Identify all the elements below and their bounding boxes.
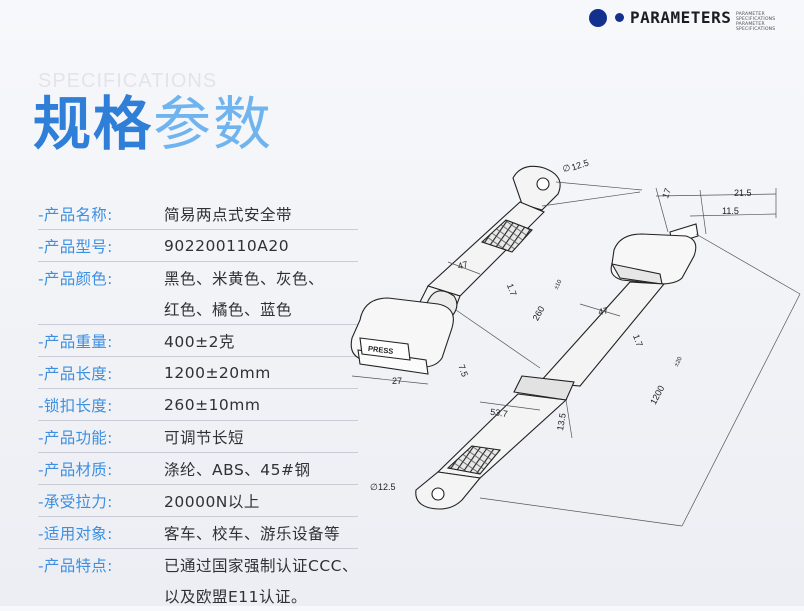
dim-47b: 47 (597, 305, 609, 317)
spec-list: -产品名称: 简易两点式安全带 -产品型号: 902200110A20 -产品颜… (38, 198, 358, 611)
buckle-release-button (359, 337, 411, 361)
upper-webbing (426, 201, 545, 297)
press-label: PRESS (368, 344, 394, 356)
spec-value: 红色、橘色、蓝色 (164, 300, 293, 319)
dim-hole-top-prefix: ∅ (561, 162, 572, 174)
brand-dot-small (615, 13, 624, 22)
title-chinese-part2: 参数 (153, 90, 274, 158)
spec-value: 可调节长短 (164, 428, 245, 447)
dim-260: 260 (531, 304, 547, 322)
title-chinese-part1: 规格 (33, 90, 154, 158)
spec-row-function: -产品功能: 可调节长短 (38, 421, 358, 453)
seatbelt-diagram: PRESS ∅ 12.5 47 1.7 260 ±10 27 7.5 (350, 158, 801, 527)
dim-17c: 1.7 (631, 333, 645, 348)
spec-label: -产品型号: (38, 237, 113, 256)
title-chinese: 规格参数 (33, 88, 273, 160)
dim-hole-bottom: 12.5 (378, 482, 396, 492)
spec-row-color-cont: 红色、橘色、蓝色 (38, 293, 358, 325)
brand-dot-large (589, 9, 607, 27)
dim-75: 7.5 (456, 363, 470, 378)
brand-subtitle: PARAMETER SPECIFICATIONS PARAMETER SPECI… (736, 12, 776, 32)
spec-row-material: -产品材质: 涤纶、ABS、45#钢 (38, 453, 358, 485)
spec-row-feature: -产品特点: 已通过国家强制认证CCC、 (38, 549, 358, 580)
dim-537: 53.7 (490, 407, 509, 419)
spec-row-name: -产品名称: 简易两点式安全带 (38, 198, 358, 230)
spec-label: -产品材质: (38, 460, 113, 479)
spec-value: 客车、校车、游乐设备等 (164, 524, 341, 543)
spec-value: 简易两点式安全带 (164, 205, 293, 224)
spec-row-length: -产品长度: 1200±20mm (38, 357, 358, 389)
spec-row-model: -产品型号: 902200110A20 (38, 230, 358, 262)
spec-label: -锁扣长度: (38, 396, 113, 415)
lower-anchor-plate (415, 471, 482, 510)
upper-belt (350, 165, 561, 375)
dim-27: 27 (392, 376, 402, 386)
title-english: SPECIFICATIONS (38, 70, 218, 92)
dim-hole-top: 12.5 (570, 158, 590, 173)
spec-value: 黑色、米黄色、灰色、 (164, 269, 325, 288)
spec-value: 902200110A20 (164, 236, 290, 255)
spec-row-tension: -承受拉力: 20000N以上 (38, 485, 358, 517)
upper-weave (480, 219, 533, 253)
spec-value: 以及欧盟E11认证。 (164, 587, 308, 606)
upper-anchor-hole (536, 177, 550, 191)
upper-anchor-plate (512, 165, 561, 211)
spec-value: 260±10mm (164, 395, 261, 414)
spec-label: -承受拉力: (38, 492, 113, 511)
brand-title: PARAMETERS (630, 8, 732, 27)
spec-label: -产品特点: (38, 556, 113, 575)
dim-17a: 17 (660, 187, 673, 200)
upper-dimensions (351, 181, 643, 385)
spec-label: -产品重量: (38, 332, 113, 351)
lower-dimensions (479, 187, 801, 527)
dim-21: 21.5 (734, 188, 752, 198)
spec-row-feature-cont: 以及欧盟E11认证。 (38, 580, 358, 611)
spec-value: 1200±20mm (164, 363, 271, 382)
spec-value: 涤纶、ABS、45#钢 (164, 460, 311, 479)
dim-135: 13.5 (555, 412, 568, 431)
spec-row-buckle-length: -锁扣长度: 260±10mm (38, 389, 358, 421)
spec-row-color: -产品颜色: 黑色、米黄色、灰色、 (38, 262, 358, 293)
spec-value: 20000N以上 (164, 492, 260, 511)
lower-anchor-hole (431, 487, 445, 501)
lower-weave (446, 445, 502, 475)
spec-label: -产品长度: (38, 364, 113, 383)
spec-label: -产品名称: (38, 205, 113, 224)
dim-hole-bottom-prefix: ∅ (370, 482, 378, 492)
spec-value: 已通过国家强制认证CCC、 (164, 556, 358, 575)
spec-label: -产品颜色: (38, 269, 113, 288)
tol-260: ±10 (554, 278, 564, 290)
spec-value: 400±2克 (164, 332, 235, 351)
lower-webbing-top (538, 281, 666, 387)
dim-1200: 1200 (648, 384, 666, 406)
spec-label: -产品功能: (38, 428, 113, 447)
spec-row-weight: -产品重量: 400±2克 (38, 325, 358, 357)
dim-11: 11.5 (722, 206, 739, 216)
spec-label: -适用对象: (38, 524, 113, 543)
dim-17b: 1.7 (505, 282, 519, 297)
tol-1200: ±20 (674, 356, 684, 368)
spec-row-application: -适用对象: 客车、校车、游乐设备等 (38, 517, 358, 549)
dim-47a: 47 (457, 259, 469, 271)
